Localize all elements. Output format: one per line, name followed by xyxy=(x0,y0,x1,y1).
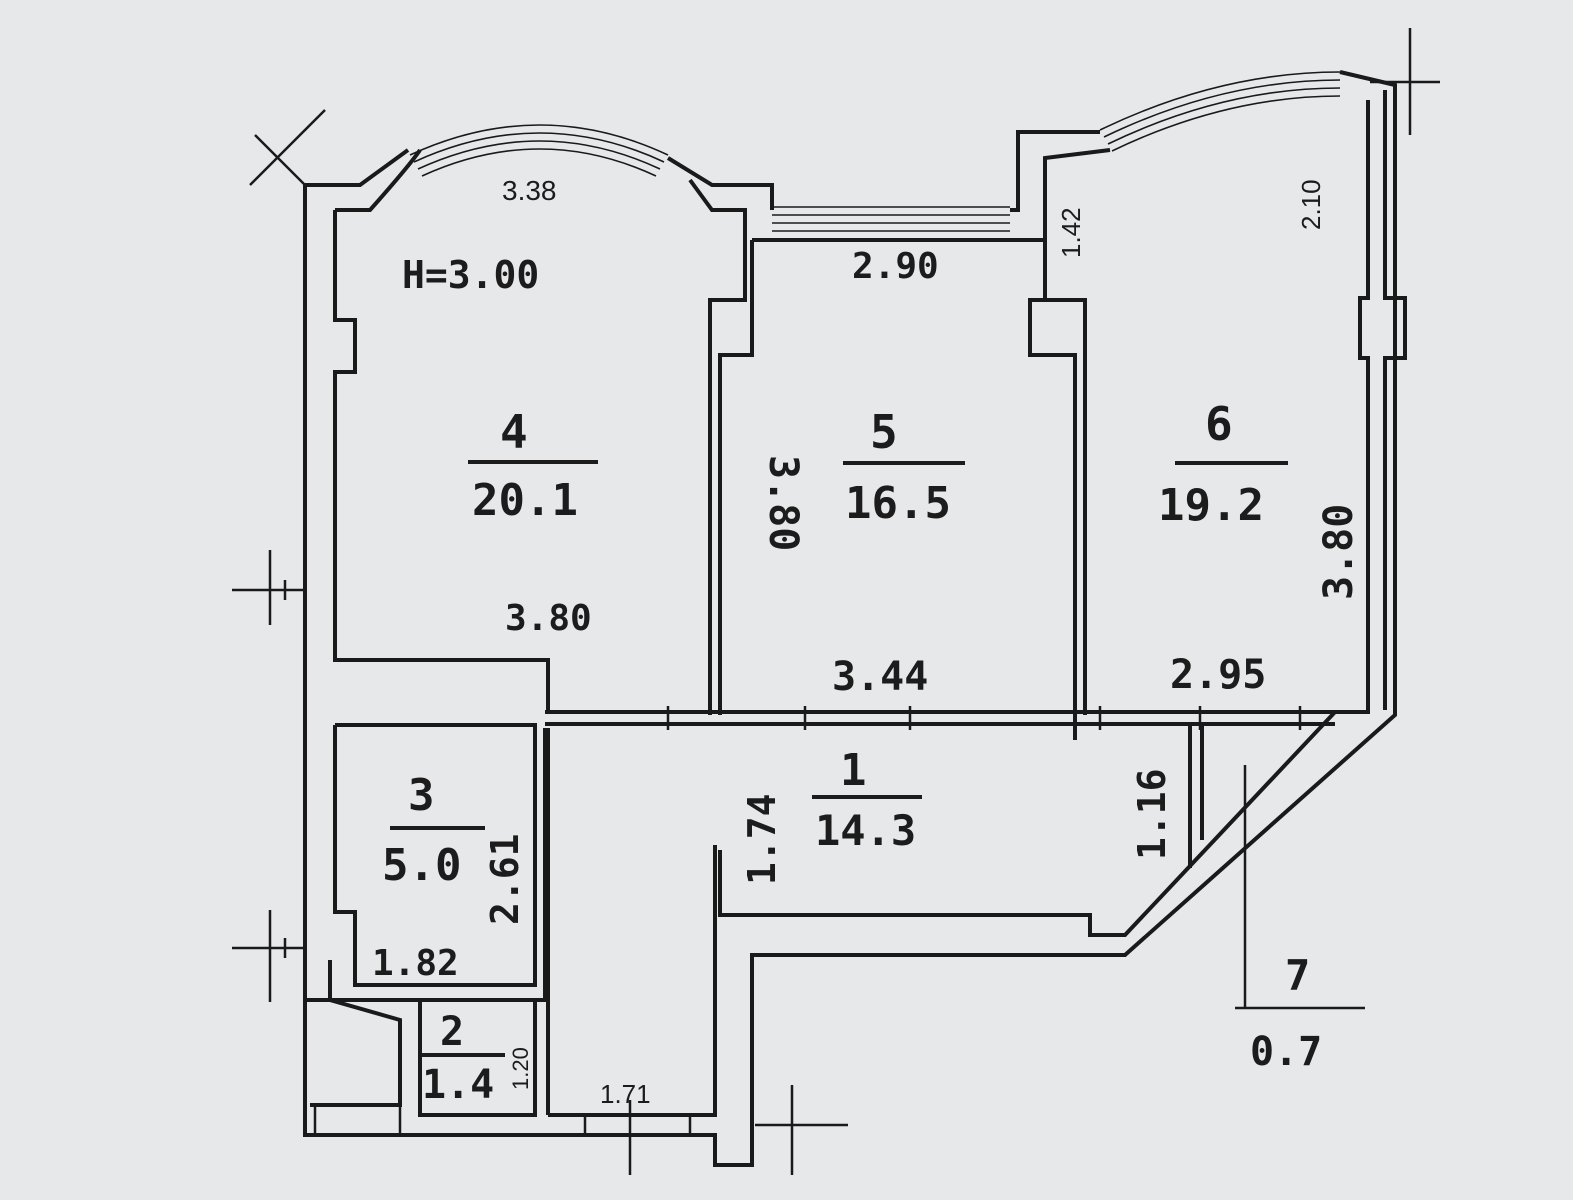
window-room5 xyxy=(752,206,1030,242)
dim-room4-bottom: 3.80 xyxy=(505,598,592,639)
room-4-number: 4 xyxy=(500,405,528,459)
room-3-number: 3 xyxy=(408,770,435,821)
room-5-label: 5 16.5 xyxy=(843,405,965,529)
room-2-area: 1.4 xyxy=(422,1062,494,1108)
room-3-area: 5.0 xyxy=(382,840,461,891)
room-1-label: 1 14.3 xyxy=(812,745,922,855)
partition-walls xyxy=(305,706,1365,1137)
room-7-label: 7 0.7 xyxy=(1250,951,1322,1075)
axis-marks xyxy=(232,28,1440,1175)
dim-room2-side: 1.20 xyxy=(508,1047,533,1090)
dimension-labels: 3.38 3.80 2.90 3.80 3.44 1.42 2.10 3.80 … xyxy=(372,175,1362,1109)
dim-room1-side: 1.74 xyxy=(740,793,784,885)
dim-room6-side: 3.80 xyxy=(1316,504,1362,600)
room-2-number: 2 xyxy=(440,1009,464,1055)
bay-window-room4 xyxy=(409,124,669,177)
room-5-area: 16.5 xyxy=(845,478,951,529)
room-6-label: 6 19.2 xyxy=(1158,397,1288,531)
room-1-area: 14.3 xyxy=(815,806,916,855)
dim-room1-right: 1.16 xyxy=(1130,768,1174,860)
dim-room5-top: 2.90 xyxy=(852,246,939,287)
room-6-number: 6 xyxy=(1205,397,1233,451)
room-7-number: 7 xyxy=(1285,951,1310,1000)
dim-room6-top-right: 2.10 xyxy=(1296,179,1326,230)
room-4-label: 4 20.1 xyxy=(468,405,598,526)
dim-room4-top: 3.38 xyxy=(502,175,557,206)
dim-room6-bottom: 2.95 xyxy=(1170,652,1266,698)
dim-room3-bottom: 1.82 xyxy=(372,943,459,984)
room-1-number: 1 xyxy=(840,745,867,796)
room-7-area: 0.7 xyxy=(1250,1029,1322,1075)
dim-corridor-bottom: 1.71 xyxy=(600,1079,651,1109)
dim-room5-side: 3.80 xyxy=(760,455,806,551)
room-4-area: 20.1 xyxy=(472,475,578,526)
room-2-label: 2 1.4 xyxy=(422,1009,505,1108)
room-3-label: 3 5.0 xyxy=(382,770,485,891)
dim-room6-top-left: 1.42 xyxy=(1056,207,1086,258)
ceiling-height-label: H=3.00 xyxy=(402,253,539,297)
dim-room5-bottom: 3.44 xyxy=(832,654,928,700)
room-5-number: 5 xyxy=(870,405,898,459)
dim-room3-side: 2.61 xyxy=(483,833,527,925)
room-6-area: 19.2 xyxy=(1158,480,1264,531)
outer-walls xyxy=(303,70,1407,1167)
bay-window-room6 xyxy=(1099,71,1341,152)
